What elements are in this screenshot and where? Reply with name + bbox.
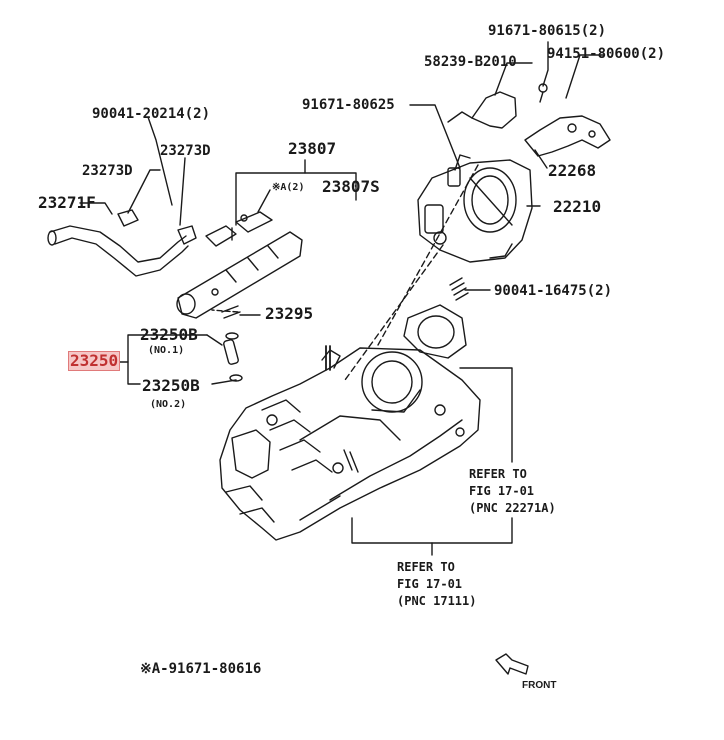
reference-line: FIG 17-01 xyxy=(469,484,535,498)
part-label-23807s: 23807S xyxy=(322,177,380,196)
part-label-23807: 23807 xyxy=(288,139,337,158)
reference-line: REFER TO xyxy=(397,560,455,574)
stud-drawing xyxy=(449,277,469,301)
injector-drawing xyxy=(221,305,243,382)
hose-drawing xyxy=(47,209,197,277)
throttle-body-drawing xyxy=(417,154,533,263)
sub-label-no1: (NO.1) xyxy=(148,345,185,356)
part-label-23273d-left: 23273D xyxy=(82,163,133,179)
reference-line: (PNC 22271A) xyxy=(469,501,556,515)
leader-lines xyxy=(79,41,605,556)
gasket-drawing xyxy=(403,304,467,359)
part-label-91671-80615: 91671-80615(2) xyxy=(488,23,607,39)
part-label-star-a: ※A(2) xyxy=(272,182,305,193)
fuel-rail-drawing xyxy=(176,211,303,319)
sub-label-no2: (NO.2) xyxy=(150,399,187,410)
footnote: ※A-91671-80616 xyxy=(140,661,262,677)
part-label-90041-16475: 90041-16475(2) xyxy=(494,283,613,299)
part-label-23295: 23295 xyxy=(265,304,314,323)
reference-line: (PNC 17111) xyxy=(397,594,477,608)
bracket-drawing xyxy=(524,115,611,157)
part-label-90041-20214: 90041-20214(2) xyxy=(92,106,211,122)
part-label-23271f: 23271F xyxy=(38,193,96,212)
sensor-drawing xyxy=(447,83,548,129)
part-label-23250b-no2: 23250B xyxy=(142,376,200,395)
reference-line: REFER TO xyxy=(469,467,527,481)
front-label: FRONT xyxy=(522,680,557,691)
part-label-23250b-no1: 23250B xyxy=(140,325,198,344)
part-label-22210: 22210 xyxy=(553,197,602,216)
front-arrow-icon xyxy=(495,653,529,675)
intake-manifold-drawing xyxy=(219,345,481,541)
part-label-22268: 22268 xyxy=(548,161,597,180)
reference-line: FIG 17-01 xyxy=(397,577,463,591)
part-label-91671-80625: 91671-80625 xyxy=(302,97,395,113)
part-label-94151-80600: 94151-80600(2) xyxy=(547,46,666,62)
part-label-23250-highlighted[interactable]: 23250 xyxy=(68,351,121,371)
part-label-23273d-top: 23273D xyxy=(160,143,211,159)
part-label-58239-b2010: 58239-B2010 xyxy=(424,54,517,70)
